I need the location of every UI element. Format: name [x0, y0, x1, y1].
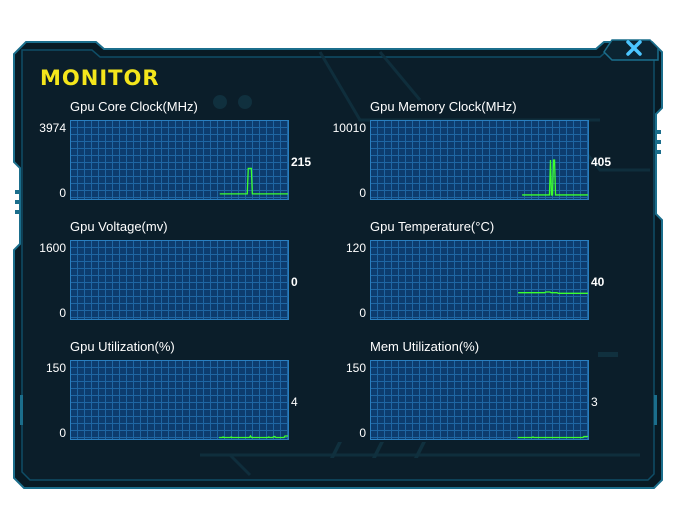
- graph-background: [370, 120, 589, 200]
- graph-background: [370, 240, 589, 320]
- graph-border: [70, 360, 289, 440]
- graph-border: [70, 240, 289, 320]
- graph-grid: [70, 120, 289, 200]
- gpu-core-clock-max-label: 3974: [39, 121, 66, 135]
- gpu-memory-clock-title: Gpu Memory Clock(MHz): [370, 99, 517, 114]
- mem-utilization-title: Mem Utilization(%): [370, 339, 480, 354]
- graph-background: [70, 360, 289, 440]
- mem-utilization-max-label: 150: [345, 361, 366, 375]
- gpu-utilization-current-value: 4: [291, 395, 298, 409]
- close-icon: [626, 40, 642, 56]
- gpu-core-clock-current-value: 215: [291, 155, 312, 169]
- graph-background: [70, 120, 289, 200]
- mem-utilization-series-line: [517, 435, 588, 439]
- gpu-core-clock-title: Gpu Core Clock(MHz): [70, 99, 198, 114]
- gpu-temperature-graph: [370, 240, 589, 320]
- gpu-memory-clock-graph: [370, 120, 589, 200]
- mem-utilization-min-label: 0: [359, 426, 366, 440]
- close-button[interactable]: [625, 40, 643, 56]
- graph-border: [70, 120, 289, 200]
- gpu-voltage-max-label: 1600: [39, 241, 66, 255]
- graph-border: [370, 360, 589, 440]
- window-title: MONITOR: [40, 66, 160, 90]
- graph-background: [370, 360, 589, 440]
- gpu-core-clock-min-label: 0: [59, 186, 66, 200]
- gpu-temperature-max-label: 120: [345, 241, 366, 255]
- gpu-memory-clock-current-value: 405: [591, 155, 612, 169]
- gpu-utilization-graph: [70, 360, 289, 440]
- gpu-core-clock-graph: [70, 120, 289, 200]
- gpu-temperature-min-label: 0: [359, 306, 366, 320]
- gpu-temperature-series-line: [518, 291, 588, 294]
- gpu-voltage-title: Gpu Voltage(mv): [70, 219, 168, 234]
- graph-border: [370, 120, 589, 200]
- graph-background: [70, 240, 289, 320]
- gpu-temperature-current-value: 40: [591, 275, 605, 289]
- gpu-utilization-min-label: 0: [59, 426, 66, 440]
- mem-utilization-graph: [370, 360, 589, 440]
- gpu-utilization-title: Gpu Utilization(%): [70, 339, 175, 354]
- gpu-temperature-title: Gpu Temperature(°C): [370, 219, 495, 234]
- gpu-utilization-max-label: 150: [45, 361, 66, 375]
- graph-border: [370, 240, 589, 320]
- mem-utilization-current-value: 3: [591, 395, 598, 409]
- gpu-memory-clock-min-label: 0: [359, 186, 366, 200]
- graph-grid: [370, 120, 589, 200]
- gpu-memory-clock-series-line: [522, 159, 588, 196]
- gpu-core-clock-series-line: [219, 167, 288, 195]
- gpu-utilization-series-line: [219, 434, 288, 439]
- gpu-voltage-graph: [70, 240, 289, 320]
- gpu-memory-clock-max-label: 10010: [332, 121, 366, 135]
- gpu-voltage-min-label: 0: [59, 306, 66, 320]
- gpu-voltage-current-value: 0: [291, 275, 298, 289]
